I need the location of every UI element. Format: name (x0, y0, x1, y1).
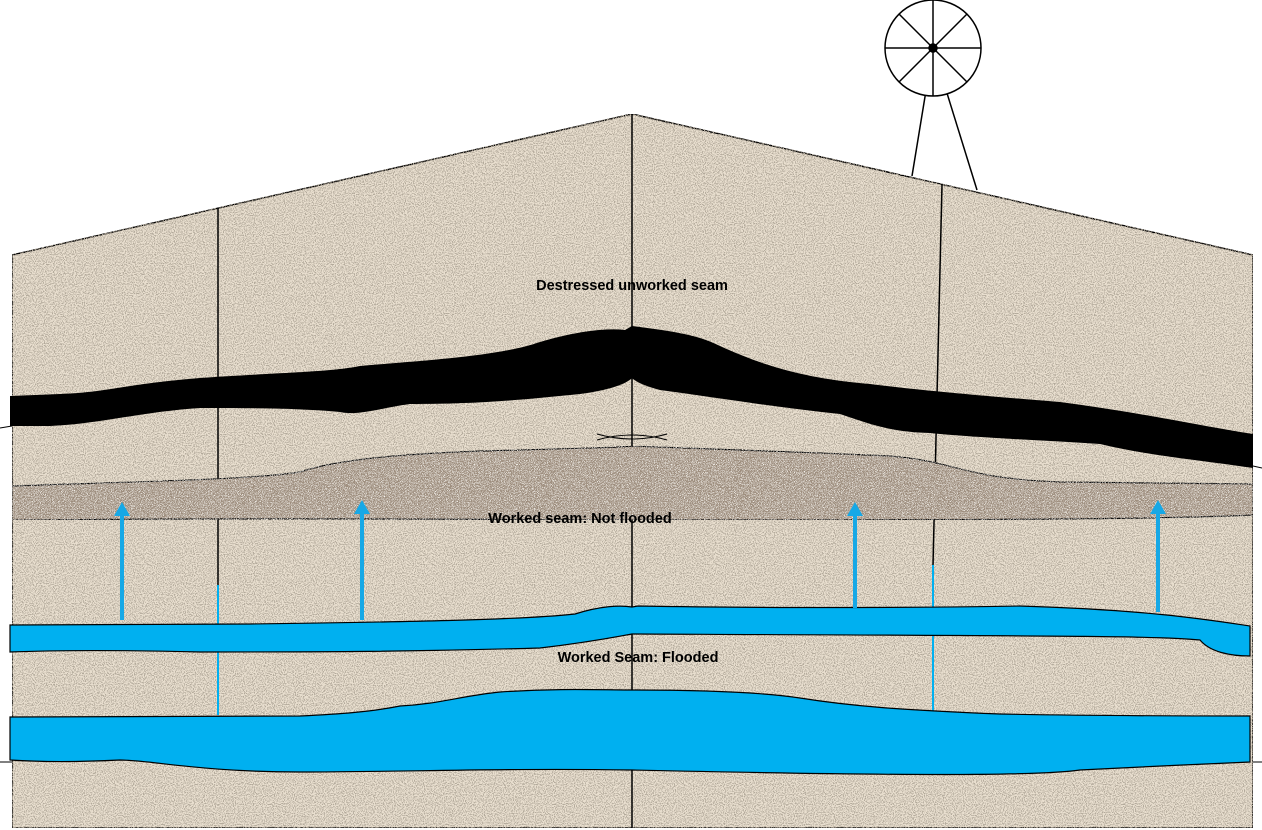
label-destressed-unworked-seam: Destressed unworked seam (536, 278, 728, 294)
arrow-up-icon (114, 502, 130, 620)
destressed-coal-seam (10, 326, 1253, 468)
edge-tick-marks (0, 425, 1262, 763)
fracture-mark (596, 433, 668, 441)
label-worked-seam-not-flooded: Worked seam: Not flooded (488, 511, 672, 527)
arrow-up-icon (1150, 500, 1166, 612)
arrows-group (114, 500, 1166, 620)
arrow-up-icon (354, 500, 370, 620)
worked-seam-not-flooded (11, 445, 1254, 521)
arrow-up-icon (847, 502, 863, 608)
windmill-icon (884, 0, 982, 191)
upper-flooded-seam (9, 605, 1251, 657)
label-worked-seam-flooded: Worked Seam: Flooded (557, 650, 719, 666)
lower-flooded-seam (9, 688, 1251, 776)
